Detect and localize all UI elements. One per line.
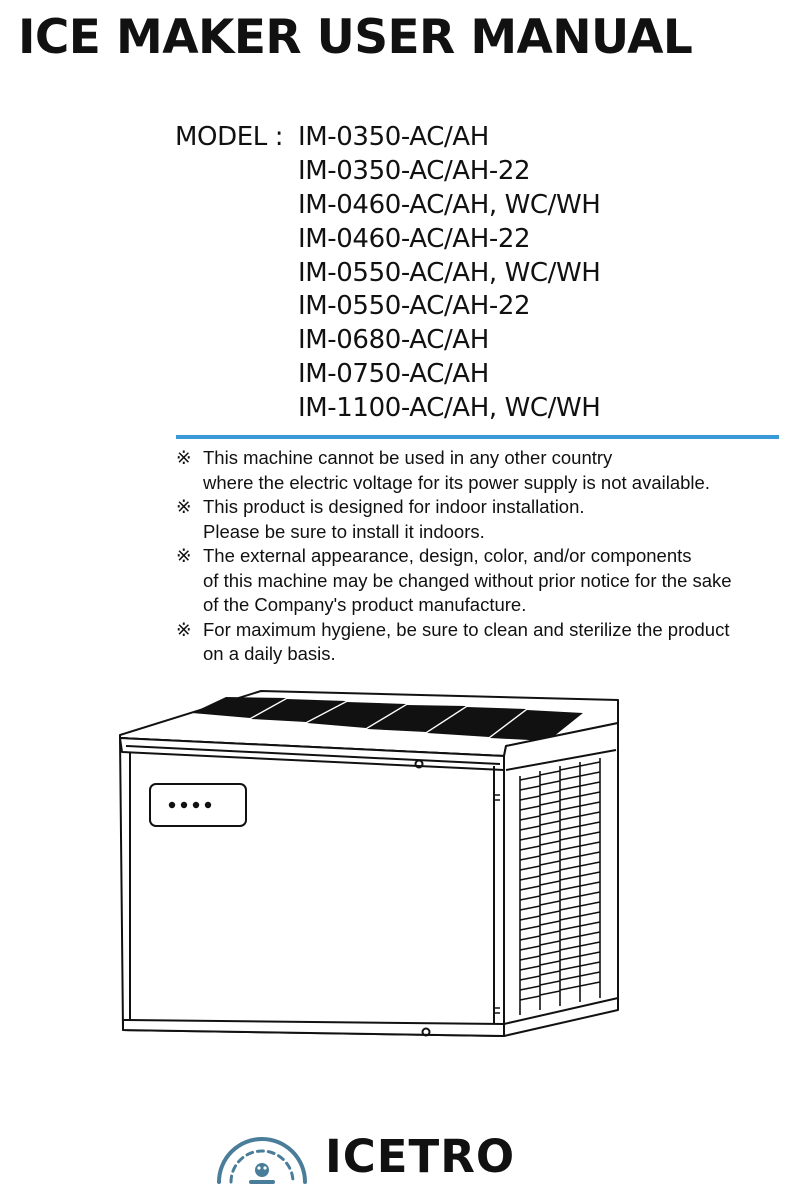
model-item: IM-0550-AC/AH, WC/WH — [298, 257, 601, 288]
note-line: This product is designed for indoor inst… — [203, 496, 585, 517]
model-list: IM-0350-AC/AH IM-0350-AC/AH-22 IM-0460-A… — [298, 121, 601, 426]
note-line: This machine cannot be used in any other… — [203, 447, 613, 468]
note-item: ※ This product is designed for indoor in… — [176, 495, 796, 544]
note-line: Please be sure to install it indoors. — [203, 520, 485, 542]
side-louvres — [519, 758, 601, 1015]
model-item: IM-0550-AC/AH-22 — [298, 291, 531, 322]
note-line: of this machine may be changed without p… — [203, 569, 732, 591]
ice-maker-unit-illustration — [119, 690, 619, 1037]
note-item: ※ This machine cannot be used in any oth… — [176, 446, 796, 495]
indicator-lights — [168, 801, 212, 809]
reference-mark: ※ — [176, 447, 192, 468]
reference-mark: ※ — [176, 618, 192, 640]
section-divider — [176, 435, 779, 439]
note-item: ※ For maximum hygiene, be sure to clean … — [176, 618, 796, 667]
side-hinges — [494, 794, 500, 1014]
reference-mark: ※ — [176, 496, 192, 517]
model-item: IM-0680-AC/AH — [298, 325, 489, 356]
model-item: IM-0460-AC/AH-22 — [298, 223, 531, 254]
model-item: IM-0350-AC/AH-22 — [298, 155, 531, 186]
top-vent-slots — [192, 697, 583, 741]
brand-name: ICETRO — [325, 1130, 516, 1183]
model-item: IM-0750-AC/AH — [298, 359, 489, 390]
notes-section: ※ This machine cannot be used in any oth… — [176, 446, 796, 667]
model-item: IM-0350-AC/AH — [298, 122, 489, 152]
model-item: IM-1100-AC/AH, WC/WH — [298, 393, 601, 424]
document-title: ICE MAKER USER MANUAL — [18, 10, 693, 65]
note-line: where the electric voltage for its power… — [203, 471, 710, 493]
note-item: ※ The external appearance, design, color… — [176, 544, 796, 618]
note-line: on a daily basis. — [203, 643, 336, 664]
note-line: The external appearance, design, color, … — [203, 545, 692, 566]
icetro-dome-logo-icon — [217, 1137, 307, 1184]
note-line: For maximum hygiene, be sure to clean an… — [203, 618, 730, 640]
reference-mark: ※ — [176, 545, 192, 566]
note-line: of the Company's product manufacture. — [203, 594, 527, 615]
model-label: MODEL : — [175, 122, 284, 152]
model-item: IM-0460-AC/AH, WC/WH — [298, 189, 601, 220]
